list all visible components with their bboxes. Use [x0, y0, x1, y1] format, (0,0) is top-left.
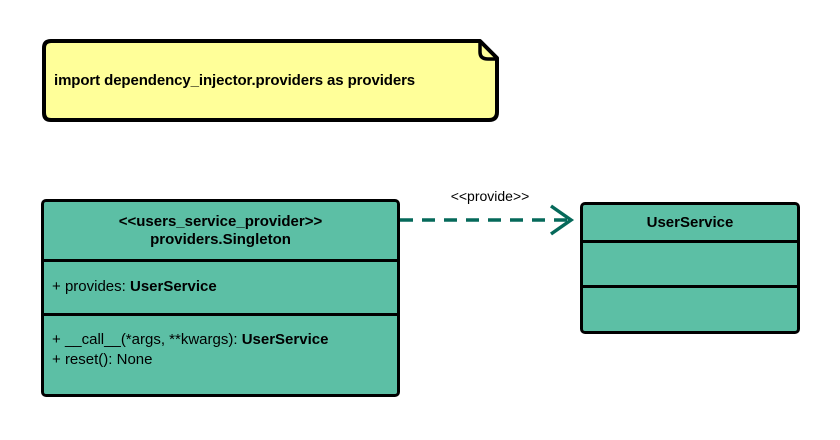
- class-stereotype: <<users_service_provider>>: [118, 212, 323, 230]
- attribute-type: UserService: [129, 278, 217, 296]
- class-header: UserService: [583, 205, 797, 240]
- attribute-label: provides:: [64, 278, 130, 296]
- class-attributes-compartment: + provides: UserService: [44, 259, 397, 313]
- class-operations-compartment: + __call__(*args, **kwargs): UserService…: [44, 313, 397, 394]
- uml-note[interactable]: import dependency_injector.providers as …: [40, 38, 500, 123]
- attribute-visibility: +: [52, 278, 61, 296]
- operation-visibility: +: [52, 351, 61, 369]
- class-box-users-service-provider[interactable]: <<users_service_provider>> providers.Sin…: [41, 199, 400, 397]
- class-operations-compartment: [583, 285, 797, 330]
- operation-row: + reset(): None: [52, 350, 397, 370]
- connector-label: <<provide>>: [450, 188, 530, 204]
- class-header: <<users_service_provider>> providers.Sin…: [44, 202, 397, 259]
- provide-dependency-connector[interactable]: [395, 180, 590, 240]
- operation-label: reset(): None: [64, 351, 153, 369]
- operation-label: __call__(*args, **kwargs):: [64, 331, 242, 348]
- class-attributes-compartment: [583, 240, 797, 285]
- class-box-user-service[interactable]: UserService: [580, 202, 800, 334]
- attribute-row: + provides: UserService: [52, 277, 217, 297]
- class-name: providers.Singleton: [150, 230, 291, 248]
- operation-visibility: +: [52, 331, 61, 348]
- note-shape: [42, 39, 499, 122]
- class-name: UserService: [646, 214, 734, 231]
- arrowhead-open-icon: [549, 204, 575, 236]
- operation-type: UserService: [241, 331, 329, 348]
- note-text: import dependency_injector.providers as …: [54, 72, 416, 89]
- operation-row: + __call__(*args, **kwargs): UserService: [52, 330, 397, 350]
